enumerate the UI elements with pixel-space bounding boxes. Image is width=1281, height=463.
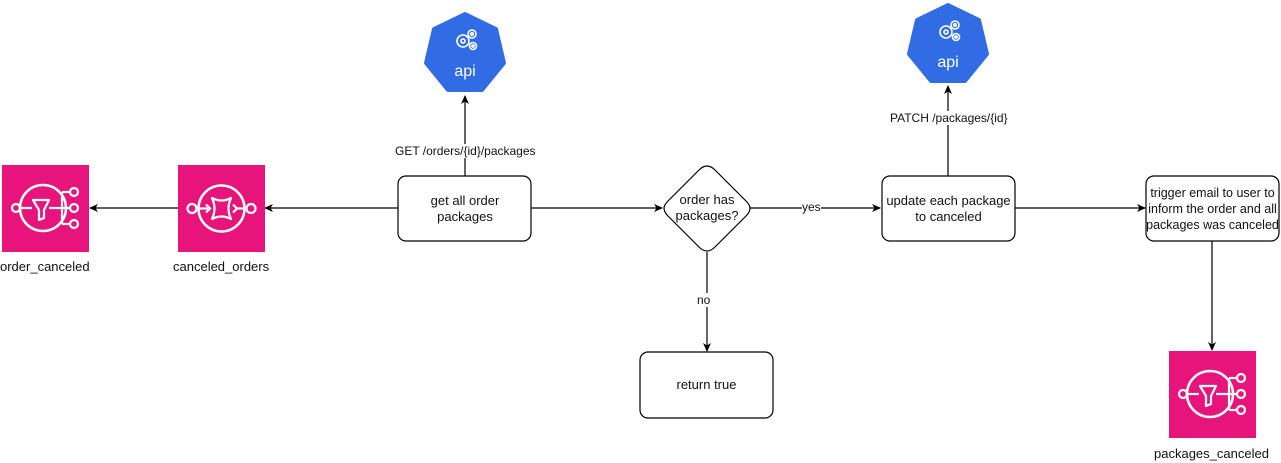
return-true-label: return true — [676, 377, 737, 392]
api-label: api — [454, 63, 475, 80]
api-label: api — [937, 54, 958, 71]
kubernetes-api-icon[interactable]: api — [907, 3, 989, 83]
no-edge-label: no — [697, 293, 711, 307]
sns-topic-icon[interactable] — [2, 165, 89, 252]
decision-label: order has packages? — [675, 192, 739, 223]
order-canceled-label: order_canceled — [0, 259, 90, 274]
packages-canceled-label: packages_canceled — [1154, 446, 1269, 461]
return-true-box[interactable] — [639, 351, 774, 419]
sns-topic-icon[interactable] — [1169, 351, 1256, 438]
update-packages-box[interactable] — [881, 175, 1016, 242]
patch-edge-label: PATCH /packages/{id} — [890, 111, 1008, 125]
update-packages-label: update each package to canceled — [886, 192, 1011, 224]
canceled-orders-label: canceled_orders — [173, 259, 270, 274]
get-packages-label: get all order packages — [430, 192, 500, 224]
trigger-email-box[interactable] — [1145, 175, 1280, 242]
get-edge-label: GET /orders/{id}/packages — [395, 144, 536, 158]
kubernetes-api-icon[interactable]: api — [424, 12, 506, 92]
decision-diamond[interactable] — [663, 165, 751, 252]
eventbridge-bus-icon[interactable] — [178, 165, 265, 252]
trigger-email-label: trigger email to user to inform the orde… — [1146, 185, 1279, 232]
yes-edge-label: yes — [802, 200, 821, 214]
get-packages-box[interactable] — [397, 175, 532, 242]
